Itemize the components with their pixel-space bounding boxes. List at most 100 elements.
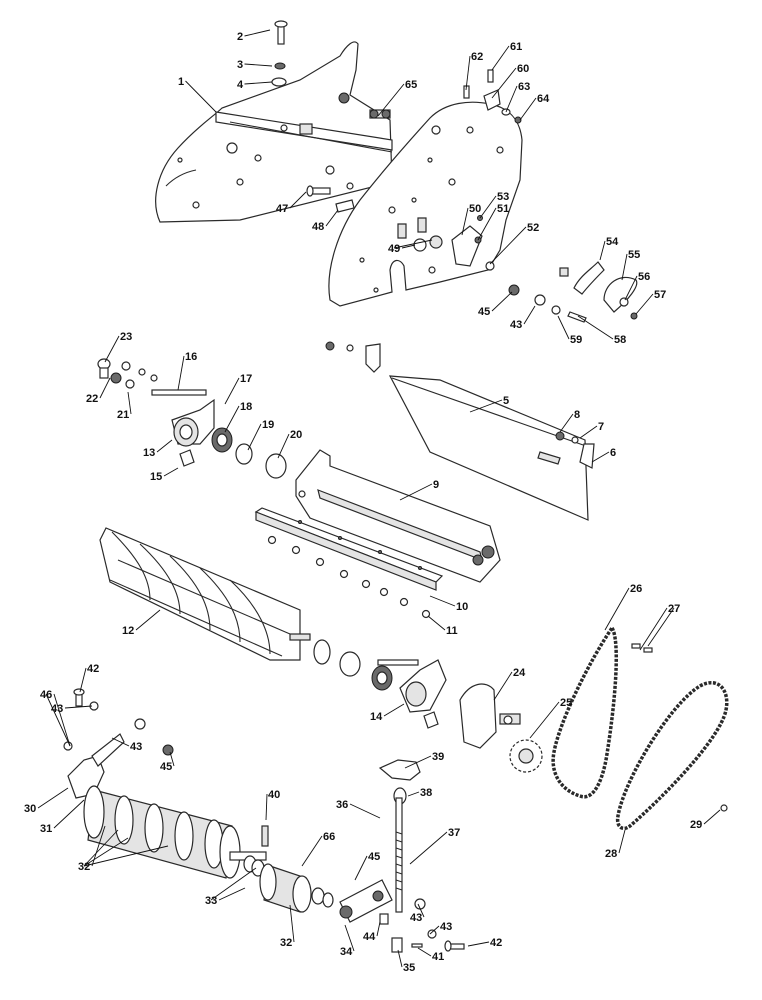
part-bolt-right [377,659,419,666]
part-spring-right [423,711,439,729]
part-washer-22 [110,372,122,384]
leader-line-19 [247,423,262,451]
leader-line-60 [491,67,517,99]
leader-line-32 [289,904,295,943]
callout-56: 56 [638,271,650,283]
callout-64: 64 [537,93,550,105]
leader-line-10 [429,595,456,607]
part-nut-64 [514,116,522,124]
callout-52: 52 [527,222,539,234]
leader-line-extra-2 [83,837,129,867]
leader-line-16 [177,355,185,391]
leader-line-42 [467,941,490,947]
callout-63: 63 [518,81,530,93]
leader-line-43 [429,925,440,935]
part-washer-4 [271,77,287,87]
part-pin-40 [261,825,269,847]
callout-53: 53 [497,191,509,203]
leader-line-11 [427,615,446,631]
leader-line-57 [635,293,654,315]
callout-65: 65 [405,79,417,91]
callout-26: 26 [630,583,642,595]
callout-21: 21 [117,409,129,421]
leader-line-61 [491,45,510,71]
callout-30: 30 [24,803,36,815]
leader-line-extra-4 [210,867,257,901]
leader-line-64 [519,97,537,121]
leader-line-43 [111,737,130,747]
leader-line-52 [489,226,527,265]
leader-line-51 [477,207,497,241]
leader-line-46 [53,693,71,747]
part-bolt-small [121,361,131,371]
leader-line-45 [169,751,175,767]
part-washer-52 [485,261,495,271]
callout-12: 12 [122,625,134,637]
leader-line-62 [465,55,471,91]
callout-11: 11 [446,625,458,637]
part-side-frame-left [155,41,393,223]
callout-37: 37 [448,827,460,839]
callout-19: 19 [262,419,274,431]
callout-50: 50 [469,203,481,215]
part-washer-21 [125,379,135,389]
callout-45: 45 [478,306,490,318]
leader-line-17 [224,377,240,405]
part-bolt-61 [487,69,494,83]
leader-line-35 [397,949,403,968]
leader-line-13 [156,439,173,453]
callout-29: 29 [690,819,702,831]
leader-line-45 [491,291,513,312]
part-lever-50 [451,225,483,267]
leader-line-33 [218,887,246,901]
callout-51: 51 [497,203,509,215]
leader-line-37 [409,831,448,865]
leader-line-20 [277,433,290,459]
part-key-48 [335,199,355,213]
callout-7: 7 [598,421,604,433]
leader-line-18 [224,405,240,433]
leader-line-38 [407,791,420,797]
leader-line-22 [99,377,111,399]
part-bushing-35 [391,937,403,953]
leader-line-65 [377,83,405,117]
leader-line-34 [344,924,355,952]
leader-line-44 [376,921,381,937]
part-bearing-housing-13 [171,398,215,447]
part-shield-5 [388,375,589,521]
part-hub-25 [499,713,521,725]
part-bolt-2 [274,20,288,45]
callout-58: 58 [614,334,626,346]
callout-40: 40 [268,789,280,801]
leader-line-28 [618,829,626,854]
callout-18: 18 [240,401,252,413]
leader-line-41 [417,947,432,957]
callout-27: 27 [668,603,680,615]
leader-line-7 [579,425,598,439]
part-spring-54 [573,261,605,295]
leader-line-24 [493,671,513,701]
leader-line-6 [591,451,610,463]
callout-45: 45 [368,851,380,863]
callout-23: 23 [120,331,132,343]
part-bedbar-9 [295,449,501,583]
callout-5: 5 [503,395,509,407]
callout-46: 46 [40,689,52,701]
leader-line-extra-0 [45,693,71,747]
callout-47: 47 [276,203,288,215]
leader-line-39 [404,755,432,769]
leader-line-15 [163,467,179,477]
callout-43: 43 [440,921,452,933]
leader-line-47 [289,191,307,209]
leader-line-31 [53,799,85,829]
leader-line-55 [621,253,628,281]
part-screws-11 [267,535,431,619]
callout-48: 48 [312,221,324,233]
callout-10: 10 [456,601,468,613]
part-spacer-44 [379,913,389,925]
leader-line-50 [461,207,469,236]
callout-3: 3 [237,59,243,71]
callout-8: 8 [574,409,580,421]
part-bolt-16 [151,389,207,396]
